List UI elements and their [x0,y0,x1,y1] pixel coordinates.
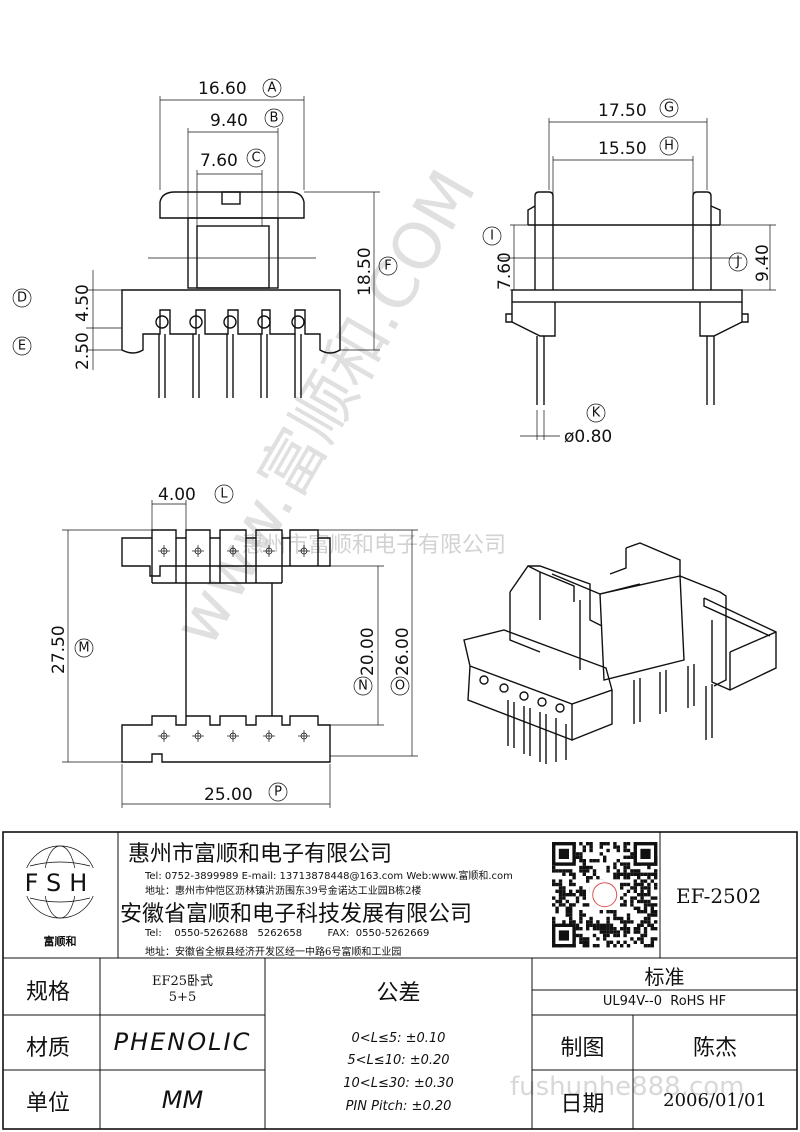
ref-j: J [735,255,740,270]
dim-n: 20.00 [358,627,378,676]
front-top-tab [221,191,241,205]
dim-a: 16.60 [198,79,247,99]
unit-label: 单位 [26,1091,71,1116]
side-view: 17.50 G 15.50 H 7.60 I 9.40 J ø0.80 K [482,98,776,447]
spec-value2: 5+5 [168,990,197,1005]
spec-value1: EF25卧式 [151,974,214,989]
front-core-inner [196,225,270,289]
dim-p: 25.00 [204,785,253,805]
logo-letters: FSH [25,869,96,897]
company1-address: 地址：惠州市仲恺区沥林镇沜沥围东39号金诺达工业园B栋2楼 [145,886,422,897]
title-block-grid [2,831,798,1130]
dim-d: 4.50 [73,284,93,322]
dim-e: 2.50 [73,332,93,370]
qr-code [550,840,660,950]
company2-address: 地址：安徽省全椒县经济开发区经一中路6号富顺和工业园 [145,947,402,958]
dim-k: ø0.80 [564,427,612,447]
front-top-flange [159,191,305,219]
dim-i: 7.60 [495,252,515,290]
front-pins [158,334,302,398]
ref-l: L [220,487,228,502]
dim-m: 27.50 [49,625,69,674]
ref-g: G [664,101,674,116]
ref-h: H [664,139,674,154]
ref-k: K [592,406,601,421]
ref-m: M [78,641,89,656]
front-base [121,289,341,354]
drawn-value: 陈杰 [692,1036,737,1061]
company2-name: 安徽省富顺和电子科技发展有限公司 [120,902,473,927]
company2-contact: Tel: 0550-5262688 5262658 FAX: 0550-5262… [145,928,430,939]
dim-l: 4.00 [158,485,196,505]
spec-label: 规格 [26,980,71,1005]
front-pin-hole [189,315,203,329]
bottom-top-row [121,529,331,577]
watermark-site: fushunhe888.com [510,1072,745,1102]
drawn-label: 制图 [560,1036,605,1061]
watermark-company: 惠州市富顺和电子有限公司 [242,533,506,558]
ref-f: F [384,259,391,274]
date-value: 2006/01/01 [663,1090,767,1111]
standard-label: 标准 [644,965,685,989]
ref-d: D [17,291,27,306]
dim-o: 26.00 [393,627,413,676]
front-pin-hole [291,315,305,329]
dim-j: 9.40 [753,244,773,282]
dim-g: 17.50 [598,101,647,121]
dim-h: 15.50 [598,139,647,159]
front-pin-hole [257,315,271,329]
ref-c: C [251,151,260,166]
dim-c: 7.60 [200,151,238,171]
bottom-pin-marks [158,545,310,742]
isometric-view [463,542,777,764]
ref-i: I [490,229,494,244]
tolerance-3: 10<L≤30: ±0.30 [343,1076,454,1091]
ref-p: P [274,785,282,800]
date-label: 日期 [560,1092,605,1117]
fsh-logo: FSH 富顺和 [18,845,102,948]
ref-e: E [18,339,26,354]
bottom-view: 4.00 L 27.50 M 20.00 N 26.00 O 25.00 P [49,484,418,808]
company1-contact: Tel: 0752-3899989 E-mail: 13713878448@16… [145,871,513,882]
dim-b: 9.40 [210,111,248,131]
ref-o: O [395,679,405,694]
company1-name: 惠州市富顺和电子有限公司 [128,842,393,867]
front-core-window [187,217,279,289]
front-pin-hole [155,315,169,329]
tolerance-label: 公差 [376,981,421,1006]
tolerance-1: 0<L≤5: ±0.10 [351,1031,446,1046]
part-number: EF-2502 [676,884,762,908]
front-view: 16.60 A 9.40 B 7.60 C 18.50 F 4.50 2.50 … [12,78,398,398]
ref-n: N [358,679,368,694]
tolerance-4: PIN Pitch: ±0.20 [345,1099,452,1114]
dim-f: 18.50 [355,247,375,296]
front-pin-hole [223,315,237,329]
ref-a: A [268,81,277,96]
unit-value: MM [161,1086,204,1114]
material-label: 材质 [26,1036,71,1061]
standard-value: UL94V--0 RoHS HF [602,994,727,1009]
bottom-bottom-row [121,715,331,763]
tolerance-2: 5<L≤10: ±0.20 [347,1053,450,1068]
material-value: PHENOLIC [113,1028,252,1056]
side-base [511,289,743,303]
logo-name: 富顺和 [44,934,77,948]
ref-b: B [270,111,279,126]
